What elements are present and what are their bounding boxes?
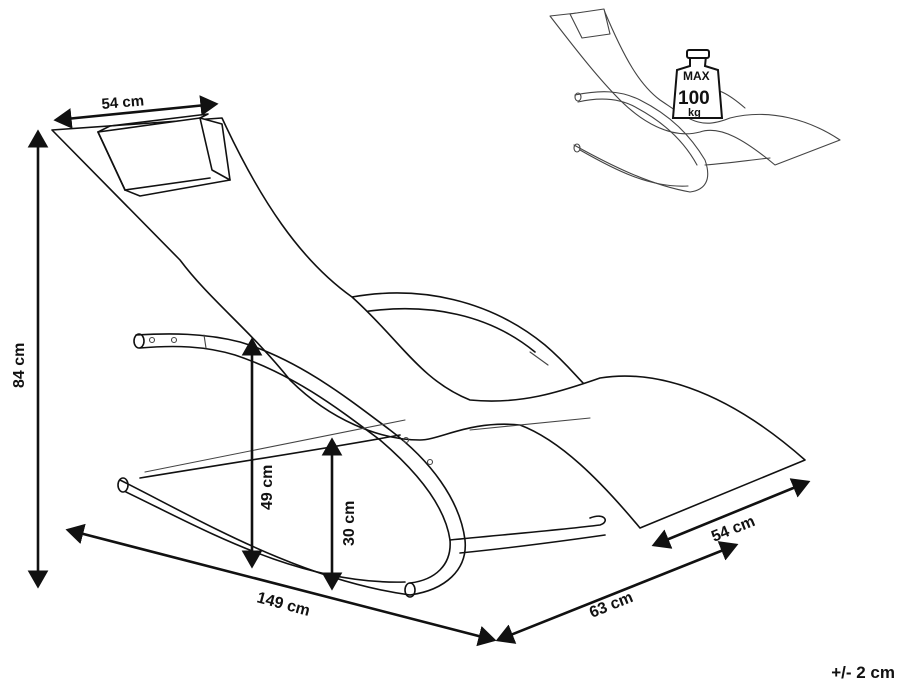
inset-lounger-drawing <box>549 8 841 193</box>
max-weight-badge-icon <box>671 49 724 119</box>
label-width-top: 54 cm <box>101 92 145 113</box>
badge-weight-value: 100 <box>678 88 710 109</box>
dimension-lines <box>27 95 811 647</box>
badge-max-label: MAX <box>683 69 710 83</box>
tolerance-note: +/- 2 cm <box>831 663 895 682</box>
label-seat-width: 54 cm <box>709 513 757 546</box>
label-length-total: 149 cm <box>255 589 312 619</box>
badge-weight-unit: kg <box>688 107 701 119</box>
label-height-total: 84 cm <box>11 343 28 388</box>
lounger-main-drawing <box>51 113 806 598</box>
label-height-seat: 30 cm <box>341 501 358 546</box>
label-height-armrest: 49 cm <box>259 465 276 510</box>
